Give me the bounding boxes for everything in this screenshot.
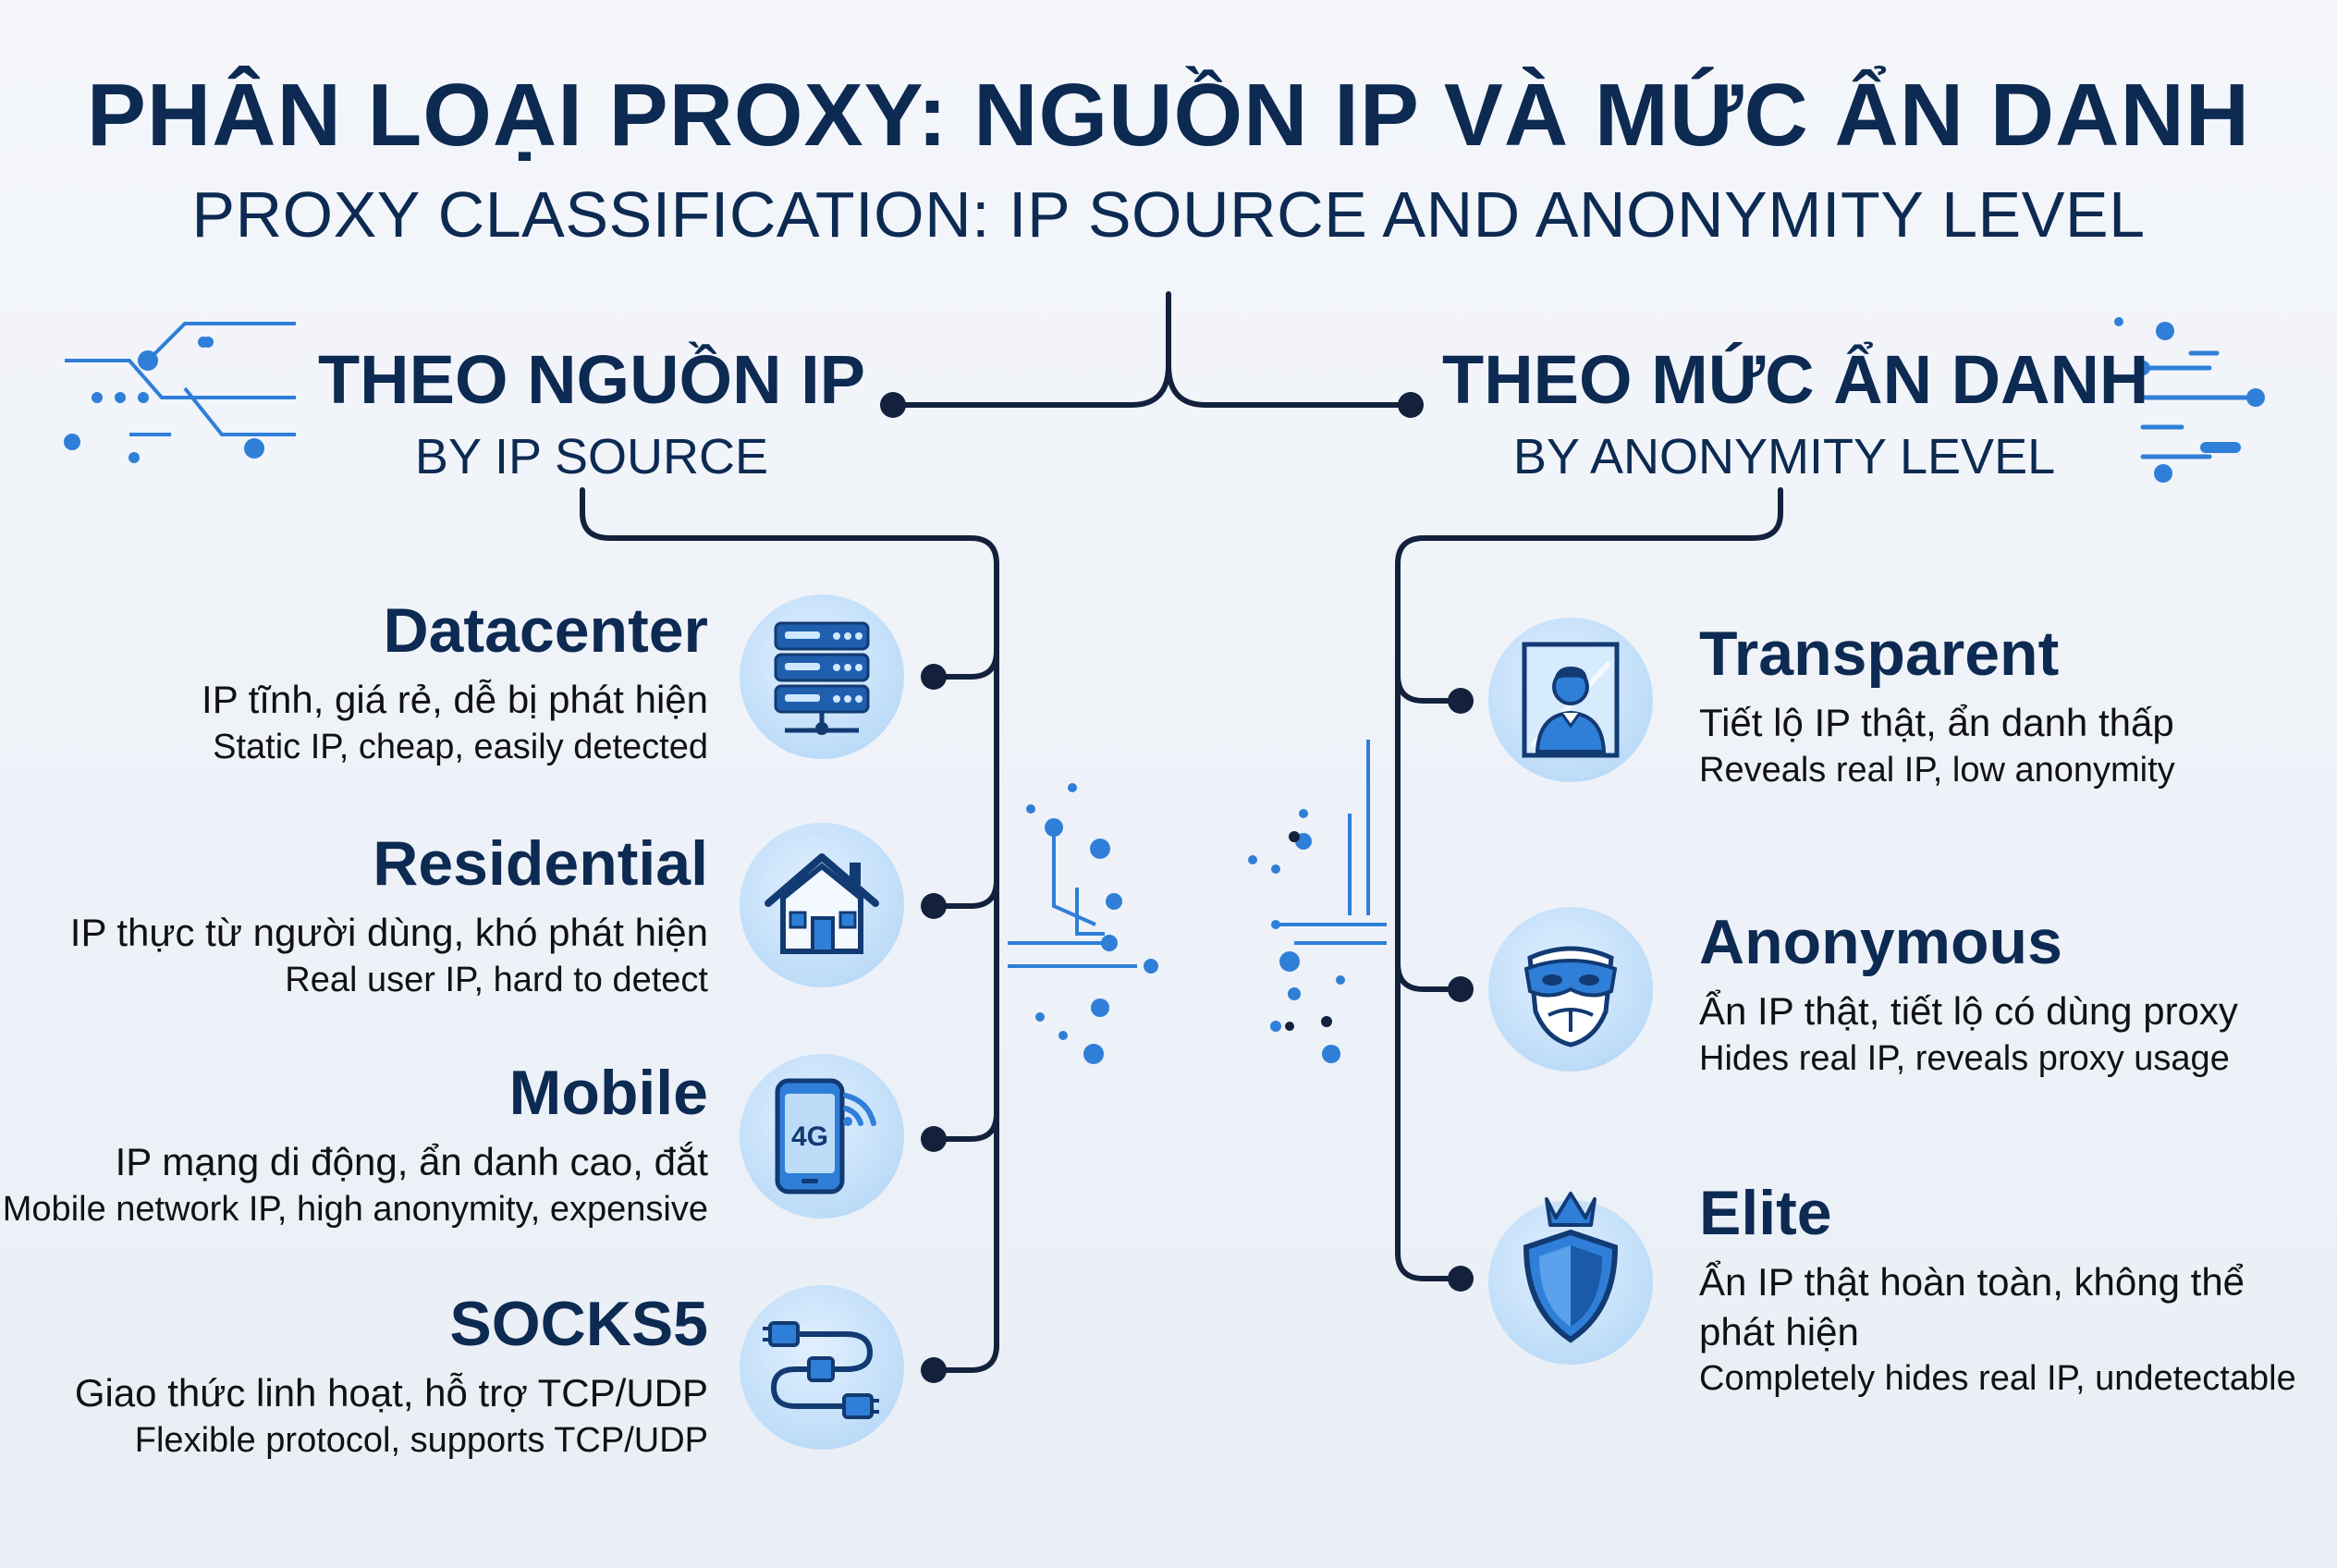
house-icon [740,823,904,987]
item-mobile-desc-en: Mobile network IP, high anonymity, expen… [2,1189,708,1229]
item-transparent-desc-vi: Tiết lộ IP thật, ẩn danh thấp [1699,700,2174,744]
crown-shield-icon [1488,1192,1653,1365]
item-residential-name: Residential [373,828,708,899]
item-socks5-desc-vi: Giao thức linh hoạt, hỗ trợ TCP/UDP [74,1370,708,1415]
mask-icon [1488,907,1653,1072]
right-branch-title: THEO MỨC ẨN DANH BY ANONYMITY LEVEL [1442,340,2149,485]
item-mobile-name: Mobile [508,1058,708,1128]
item-residential-desc-en: Real user IP, hard to detect [285,960,708,999]
item-residential: Residential IP thực từ người dùng, khó p… [70,829,708,1002]
item-elite-name: Elite [1699,1178,1832,1248]
item-elite: Elite Ẩn IP thật hoàn toàn, không thể ph… [1699,1179,2309,1402]
item-datacenter-name: Datacenter [383,595,709,666]
item-datacenter-desc-vi: IP tĩnh, giá rẻ, dễ bị phát hiện [202,677,708,721]
item-anonymous-desc-vi: Ẩn IP thật, tiết lộ có dùng proxy [1699,988,2238,1033]
item-transparent-desc-en: Reveals real IP, low anonymity [1699,750,2175,790]
circuit-decoration-left [65,322,296,436]
left-branch-title: THEO NGUỒN IP BY IP SOURCE [314,340,869,485]
phone-4g-label: 4G [791,1121,828,1152]
item-residential-desc-vi: IP thực từ người dùng, khó phát hiện [69,910,708,954]
right-branch-title-vi: THEO MỨC ẨN DANH [1442,341,2149,418]
item-anonymous-desc-en: Hides real IP, reveals proxy usage [1699,1038,2230,1078]
main-title-english: PROXY CLASSIFICATION: IP SOURCE AND ANON… [191,178,2146,251]
server-icon [740,594,904,759]
item-mobile-desc-vi: IP mạng di động, ẩn danh cao, đắt [115,1139,708,1183]
phone-4g-icon: 4G [740,1054,904,1219]
item-socks5-name: SOCKS5 [449,1289,708,1359]
item-transparent-name: Transparent [1699,619,2060,689]
item-socks5-desc-en: Flexible protocol, supports TCP/UDP [134,1420,708,1460]
item-elite-desc-en: Completely hides real IP, undetectable [1699,1359,2296,1399]
right-branch-title-en: BY ANONYMITY LEVEL [1512,429,2056,484]
item-mobile: Mobile IP mạng di động, ẩn danh cao, đắt… [3,1059,708,1231]
item-datacenter: Datacenter IP tĩnh, giá rẻ, dễ bị phát h… [202,596,708,769]
cable-plug-icon [740,1285,904,1450]
item-transparent: Transparent Tiết lộ IP thật, ẩn danh thấ… [1699,619,2175,792]
main-title-vietnamese: PHÂN LOẠI PROXY: NGUỒN IP VÀ MỨC ẨN DANH [86,66,2251,165]
item-datacenter-desc-en: Static IP, cheap, easily detected [213,727,708,766]
item-anonymous: Anonymous Ẩn IP thật, tiết lộ có dùng pr… [1699,908,2238,1081]
left-branch-title-vi: THEO NGUỒN IP [317,341,866,418]
item-socks5: SOCKS5 Giao thức linh hoạt, hỗ trợ TCP/U… [75,1290,708,1463]
item-elite-desc-vi: Ẩn IP thật hoàn toàn, không thể phát hiệ… [1699,1259,2245,1354]
item-anonymous-name: Anonymous [1699,907,2062,977]
left-branch-title-en: BY IP SOURCE [414,429,769,484]
person-glass-icon [1488,618,1653,782]
